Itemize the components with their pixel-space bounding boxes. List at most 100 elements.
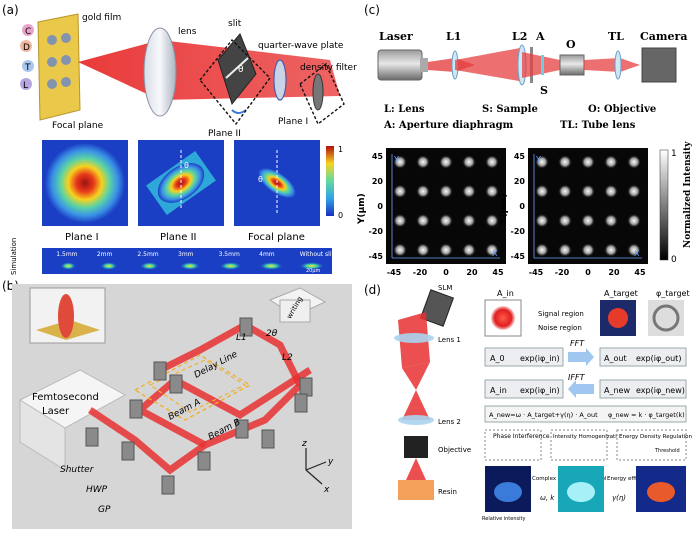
spot — [535, 155, 549, 169]
objective-c — [559, 54, 585, 76]
spot — [627, 243, 641, 257]
gold-film-label: gold film — [82, 13, 121, 23]
spot — [535, 243, 549, 257]
spot — [393, 184, 407, 199]
simulation-label: Simulation — [10, 238, 18, 275]
spot — [535, 184, 549, 199]
svg-text:L2: L2 — [512, 30, 527, 43]
svg-text:Lens 2: Lens 2 — [438, 418, 461, 426]
y-axis-label: Y(μm) — [499, 193, 509, 225]
svg-text:GP: GP — [98, 505, 111, 515]
colorbar-a — [326, 146, 334, 216]
spot — [627, 213, 641, 228]
x-tick-label: 20 — [608, 268, 620, 277]
svg-text:Signal region: Signal region — [538, 310, 584, 318]
svg-text:L: L — [23, 81, 28, 91]
laser-source-c — [377, 49, 423, 81]
svg-text:ω, k: ω, k — [540, 494, 555, 502]
y-tick-label: 20 — [372, 177, 384, 186]
x-axis-marker: X — [492, 249, 498, 258]
panel-c: (c) Laser L1 L2 A S O TL Camera L: Lens … — [357, 3, 693, 277]
sim-step-label: 3.5mm — [219, 251, 240, 258]
spot — [581, 155, 595, 169]
row1-left — [484, 347, 564, 367]
spot — [393, 155, 407, 169]
svg-text:Threshold: Threshold — [654, 448, 680, 454]
svg-text:A_in: A_in — [490, 386, 507, 395]
slm — [419, 289, 455, 327]
objective-d — [404, 436, 428, 458]
y-axis-label: Y(μm) — [357, 193, 367, 225]
spot — [485, 213, 499, 228]
spot — [627, 184, 641, 199]
lens-a — [143, 27, 177, 117]
row1-right — [599, 347, 687, 367]
caption-focal-plane: Focal plane — [248, 232, 305, 243]
spot — [535, 213, 549, 228]
resin-sample — [398, 480, 434, 500]
panel-a-label: (a) — [2, 3, 19, 17]
spot — [462, 243, 476, 257]
sim-step-spot — [298, 262, 325, 270]
svg-text:1: 1 — [671, 149, 677, 159]
svg-text:0: 0 — [338, 211, 343, 220]
svg-text:y: y — [327, 457, 334, 467]
colorbar-c-label: Normalized Intensity — [683, 141, 693, 248]
svg-text:θ: θ — [238, 65, 244, 75]
svg-text:SLM: SLM — [438, 284, 452, 292]
svg-text:φ_new = k · φ_target(k): φ_new = k · φ_target(k) — [608, 411, 685, 419]
svg-text:T: T — [24, 63, 31, 73]
svg-text:A: Aperture diaphragm: A: Aperture diaphragm — [383, 120, 514, 131]
y-axis-marker: Y — [535, 155, 541, 164]
svg-text:θ: θ — [258, 175, 263, 184]
sim-step-label: 2.5mm — [137, 251, 158, 258]
svg-text:O: Objective: O: Objective — [588, 104, 656, 115]
spot — [604, 184, 618, 199]
rotation-arrow — [231, 109, 247, 114]
x-axis-marker: X — [634, 249, 640, 258]
sim-step-spot — [179, 262, 201, 270]
svg-text:A_in: A_in — [497, 289, 514, 298]
sim-step-spot — [100, 262, 118, 270]
y-axis-marker: Y — [393, 155, 399, 164]
gold-film-pattern — [47, 33, 71, 89]
y-tick-label: 0 — [377, 202, 383, 211]
svg-text:exp(iφ_out): exp(iφ_out) — [636, 354, 681, 363]
sim-step-label: Without slit — [300, 251, 335, 258]
svg-text:A_0: A_0 — [490, 354, 505, 363]
y-tick-label: 20 — [514, 177, 526, 186]
spot — [485, 184, 499, 199]
lens-2-d — [398, 415, 434, 425]
spot — [462, 213, 476, 228]
colorbar-c — [659, 149, 669, 261]
svg-text:Shutter: Shutter — [60, 465, 95, 475]
x-tick-label: 45 — [634, 268, 646, 277]
spot — [558, 155, 572, 169]
lens-1-d — [394, 333, 434, 343]
svg-text:Laser: Laser — [379, 30, 413, 43]
quarter-wave-plate — [273, 59, 287, 101]
svg-text:Phase Interference: Phase Interference — [493, 433, 550, 440]
y-tick-label: 0 — [519, 202, 525, 211]
svg-text:A: A — [535, 30, 545, 43]
svg-text:z: z — [301, 439, 307, 449]
sim-step-spot — [60, 262, 77, 270]
x-tick-label: 0 — [443, 268, 449, 277]
qwp-label: quarter-wave plate — [258, 41, 344, 51]
panel-d: (d) SLM Lens 1 Lens 2 Objective Resin A_… — [364, 283, 693, 522]
optical-mounts — [85, 317, 313, 495]
density-filter — [312, 73, 324, 111]
spot — [558, 243, 572, 257]
x-tick-label: -45 — [387, 268, 402, 277]
spot — [485, 243, 499, 257]
spot — [416, 243, 430, 257]
spot — [462, 155, 476, 169]
svg-text:exp(iφ_in): exp(iφ_in) — [520, 354, 560, 363]
sim-step-spot — [259, 262, 284, 270]
lens-label: lens — [178, 27, 197, 37]
sim-step-label: 3mm — [178, 251, 194, 258]
panel-d-label: (d) — [364, 283, 381, 297]
row2-left — [484, 379, 564, 399]
spot — [558, 184, 572, 199]
